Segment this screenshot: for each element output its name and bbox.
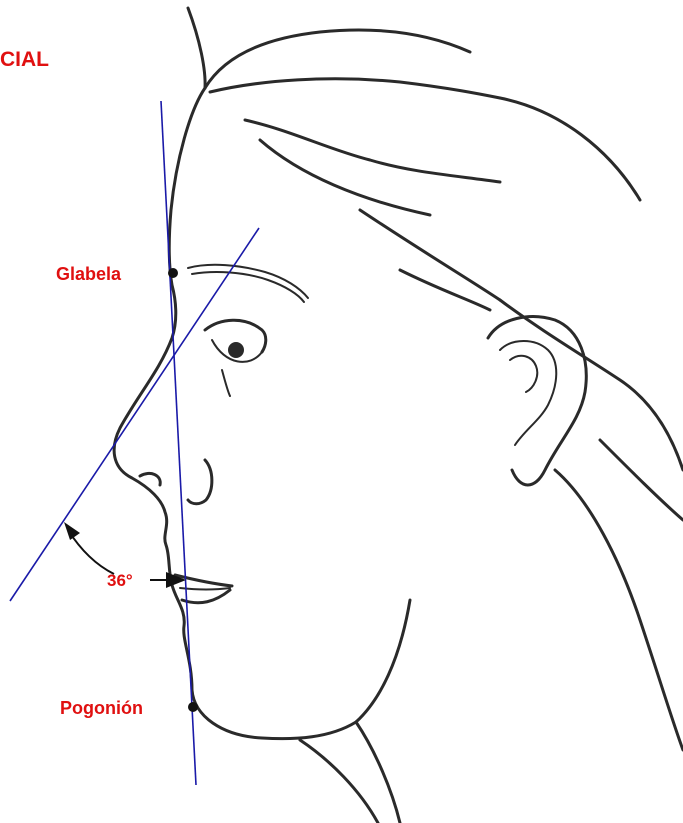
pogonion-label: Pogonión: [60, 698, 143, 718]
vertical-reference-line: [161, 101, 196, 785]
face-outline: [114, 8, 683, 823]
nasal-reference-line: [10, 228, 259, 601]
title-fragment: CIAL: [0, 48, 49, 71]
glabela-point: [168, 268, 178, 278]
glabela-label: Glabela: [56, 264, 122, 284]
pogonion-point: [188, 702, 198, 712]
angle-label: 36°: [107, 571, 133, 590]
